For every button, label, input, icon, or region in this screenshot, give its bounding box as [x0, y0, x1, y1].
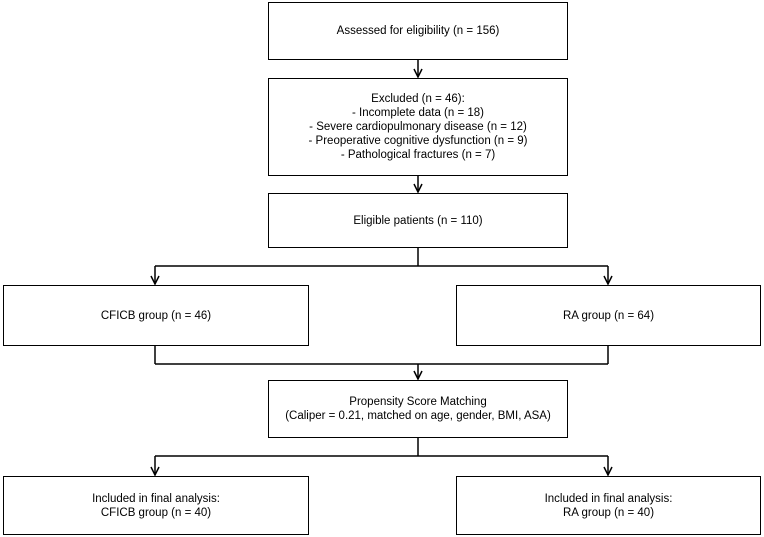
excluded-reason: - Severe cardiopulmonary disease (n = 12…: [309, 121, 527, 133]
eligible-line: Eligible patients (n = 110): [353, 214, 483, 227]
psm-title: Propensity Score Matching: [349, 396, 487, 408]
final-ra-count: RA group (n = 40): [562, 506, 655, 519]
excluded-reason: - Pathological fractures (n = 7): [340, 149, 496, 161]
psm-details: (Caliper = 0.21, matched on age, gender,…: [285, 410, 551, 422]
excluded-reason: - Incomplete data (n = 18): [351, 107, 484, 119]
assessed-box: Assessed for eligibility (n = 156): [268, 2, 568, 60]
ra-group-box: RA group (n = 64): [456, 285, 761, 346]
final-cficb-heading: Included in final analysis:: [92, 492, 220, 505]
assessed-line: Assessed for eligibility (n = 156): [336, 25, 500, 37]
excluded-box: Excluded (n = 46): - Incomplete data (n …: [268, 78, 568, 176]
eligible-box: Eligible patients (n = 110): [268, 193, 568, 248]
cficb-group-box: CFICB group (n = 46): [3, 285, 309, 346]
final-cficb-box: Included in final analysis: CFICB group …: [3, 476, 309, 535]
final-cficb-count: CFICB group (n = 40): [100, 506, 212, 519]
excluded-reason: - Preoperative cognitive dysfunction (n …: [308, 135, 528, 147]
final-ra-heading: Included in final analysis:: [544, 492, 673, 505]
excluded-heading: Excluded (n = 46):: [371, 93, 465, 105]
cficb-group-line: CFICB group (n = 46): [100, 309, 212, 322]
ra-group-line: RA group (n = 64): [562, 309, 655, 322]
propensity-matching-box: Propensity Score Matching (Caliper = 0.2…: [268, 380, 568, 438]
final-ra-box: Included in final analysis: RA group (n …: [456, 476, 761, 535]
